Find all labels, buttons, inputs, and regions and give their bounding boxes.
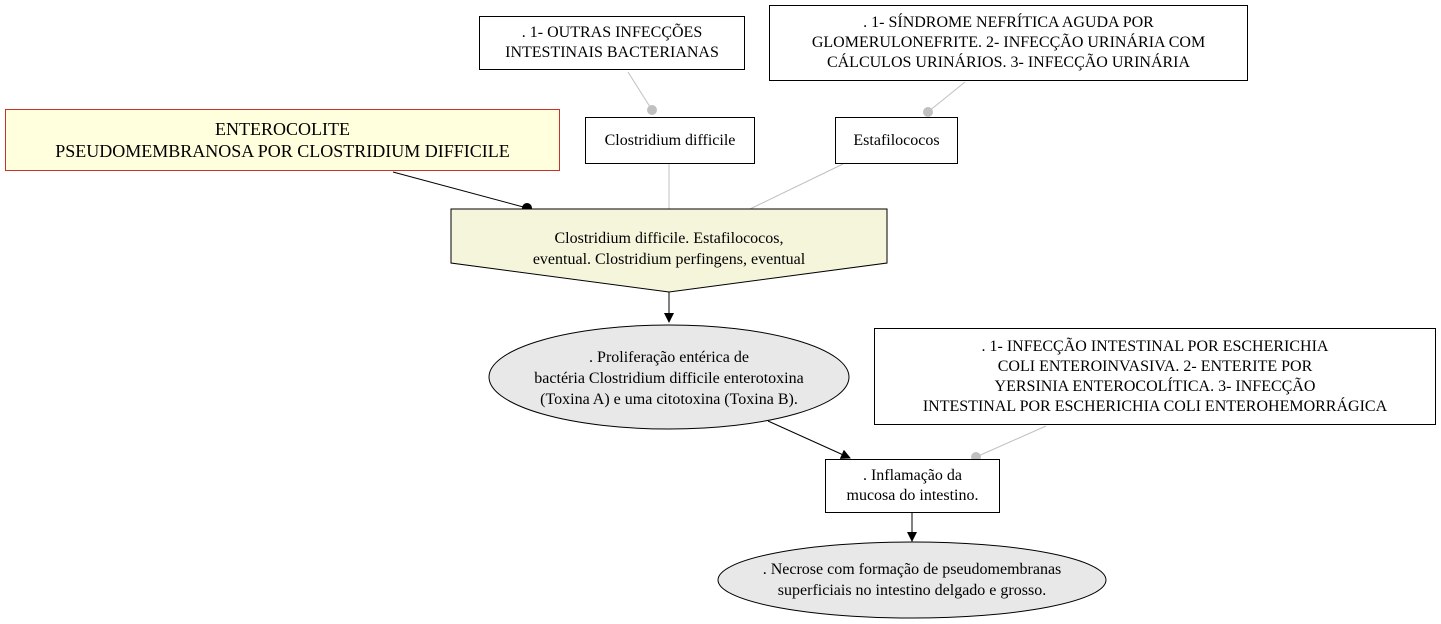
inflammation-node: . Inflamação da mucosa do intestino. xyxy=(825,459,1000,513)
clostridium-diff-line-1: . 1- OUTRAS INFECÇÕES xyxy=(521,24,703,41)
proliferation-line-2: bactéria Clostridium difficile enterotox… xyxy=(534,369,804,387)
inflammation-line-1: . Inflamação da xyxy=(862,467,963,484)
connector-inflammation-diff xyxy=(975,425,1047,458)
agents-node: Clostridium difficile. Estafilococos, ev… xyxy=(451,226,887,272)
estafilococos-node-label: Estafilococos xyxy=(853,131,940,149)
necrosis-line-1: . Necrose com formação de pseudomembrana… xyxy=(762,561,1062,578)
proliferation-line-3: (Toxina A) e uma citotoxina (Toxina B). xyxy=(540,390,798,408)
necrosis-node: . Necrose com formação de pseudomembrana… xyxy=(718,558,1106,602)
estafilococos-diff-line-2: GLOMERULONEFRITE. 2- INFECÇÃO URINÁRIA C… xyxy=(811,34,1206,51)
inflammation-diff-line-4: INTESTINAL POR ESCHERICHIA COLI ENTEROHE… xyxy=(922,397,1388,415)
clostridium-differential-node: . 1- OUTRAS INFECÇÕES INTESTINAIS BACTER… xyxy=(479,16,745,70)
connector-estafilococos-agents xyxy=(749,163,844,210)
proliferation-node-shape xyxy=(488,324,850,430)
necrosis-line-2: superficiais no intestino delgado e gros… xyxy=(777,582,1047,599)
title-line-2: PSEUDOMEMBRANOSA POR CLOSTRIDIUM DIFFICI… xyxy=(55,141,510,161)
agents-node-shape xyxy=(450,208,888,293)
inflammation-line-2: mucosa do intestino. xyxy=(846,487,979,504)
title-node: ENTEROCOLITE PSEUDOMEMBRANOSA POR CLOSTR… xyxy=(5,109,560,171)
connector-estafilococos-diff-dot xyxy=(923,107,933,117)
necrosis-node-shape xyxy=(717,541,1107,619)
agents-line-2: eventual. Clostridium perfingens, eventu… xyxy=(532,251,806,268)
estafilococos-node: Estafilococos xyxy=(835,117,958,164)
clostridium-diff-line-2: INTESTINAIS BACTERIANAS xyxy=(505,44,719,61)
proliferation-node: . Proliferação entérica de bactéria Clos… xyxy=(489,345,849,411)
inflammation-diff-line-2: COLI ENTEROINVASIVA. 2- ENTERITE POR xyxy=(997,357,1313,375)
inflammation-differential-node: . 1- INFECÇÃO INTESTINAL POR ESCHERICHIA… xyxy=(874,328,1436,425)
agents-line-1: Clostridium difficile. Estafilococos, xyxy=(554,230,784,247)
clostridium-node: Clostridium difficile xyxy=(585,117,755,164)
proliferation-line-1: . Proliferação entérica de xyxy=(589,348,749,366)
connector-clostridium-diff-dot xyxy=(647,105,657,115)
estafilococos-differential-node: . 1- SÍNDROME NEFRÍTICA AGUDA POR GLOMER… xyxy=(769,5,1248,81)
connector-title-agents xyxy=(392,171,528,209)
estafilococos-diff-line-1: . 1- SÍNDROME NEFRÍTICA AGUDA POR xyxy=(863,14,1154,31)
arrow-proliferation-inflammation xyxy=(767,420,851,459)
clostridium-node-label: Clostridium difficile xyxy=(604,131,736,149)
inflammation-diff-line-1: . 1- INFECÇÃO INTESTINAL POR ESCHERICHIA xyxy=(981,337,1329,355)
title-line-1: ENTEROCOLITE xyxy=(215,119,350,139)
estafilococos-diff-line-3: CÁLCULOS URINÁRIOS. 3- INFECÇÃO URINÁRIA xyxy=(826,54,1191,71)
connector-estafilococos-diff xyxy=(927,81,966,113)
inflammation-diff-line-3: YERSINIA ENTEROCOLÍTICA. 3- INFECÇÃO xyxy=(994,377,1316,395)
connector-clostridium-diff xyxy=(627,71,653,111)
